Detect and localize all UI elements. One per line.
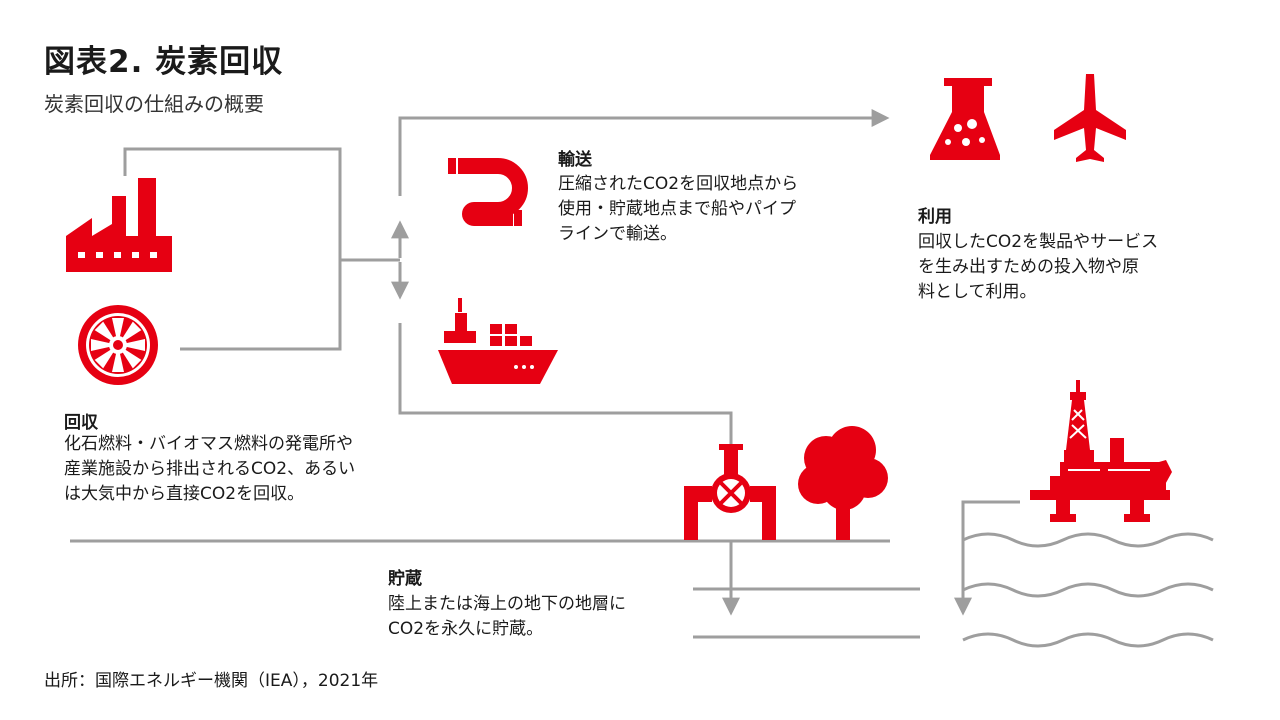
valve-icon (684, 444, 776, 540)
transport-line: 使用・貯蔵地点まで船やパイプ (558, 199, 796, 219)
utilization-line: を生み出すための投入物や原 (918, 257, 1139, 277)
storage-heading: 貯蔵 (388, 569, 422, 589)
capture-line: は大気中から直接CO2を回収。 (64, 484, 305, 504)
storage-line: CO2を永久に貯蔵。 (388, 619, 544, 639)
transport-line: 圧縮されたCO2を回収地点から (558, 174, 799, 194)
capture-line: 化石燃料・バイオマス燃料の発電所や (64, 434, 353, 454)
airplane-icon (1054, 74, 1126, 162)
flow-lines (70, 109, 1214, 648)
wave-icon (962, 632, 1214, 648)
page-title: 図表2. 炭素回収 (44, 44, 284, 80)
transport-line: ラインで輸送。 (558, 224, 677, 244)
capture-description: 化石燃料・バイオマス燃料の発電所や 産業施設から排出されるCO2、あるい は大気… (64, 432, 355, 507)
utilization-line: 回収したCO2を製品やサービス (918, 232, 1159, 252)
transport-description: 圧縮されたCO2を回収地点から 使用・貯蔵地点まで船やパイプ ラインで輸送。 (558, 172, 798, 247)
capture-line: 産業施設から排出されるCO2、あるい (64, 459, 356, 479)
storage-line: 陸上または海上の地下の地層に (388, 594, 626, 614)
factory-icon (66, 178, 172, 272)
pipe-icon (448, 158, 528, 226)
connector-factory (123, 147, 342, 351)
oil-rig-icon (1030, 380, 1172, 522)
connector-to-utilization (398, 109, 890, 196)
page-subtitle: 炭素回収の仕組みの概要 (44, 92, 264, 116)
ship-icon (438, 298, 558, 384)
flask-icon (930, 78, 1000, 160)
tree-icon (798, 426, 888, 540)
wave-icon (962, 532, 1214, 548)
wave-icon (962, 582, 1214, 598)
utilization-description: 回収したCO2を製品やサービス を生み出すための投入物や原 料として利用。 (918, 230, 1158, 305)
fan-icon (78, 305, 158, 385)
capture-heading: 回収 (64, 413, 98, 433)
transport-heading: 輸送 (558, 150, 592, 170)
utilization-line: 料として利用。 (918, 282, 1037, 302)
connector-to-storage (398, 323, 733, 447)
storage-arrow-sea (954, 500, 1020, 616)
utilization-heading: 利用 (918, 207, 952, 227)
storage-description: 陸上または海上の地下の地層に CO2を永久に貯蔵。 (388, 592, 626, 642)
source-note: 出所：国際エネルギー機関（IEA），2021年 (44, 671, 379, 691)
